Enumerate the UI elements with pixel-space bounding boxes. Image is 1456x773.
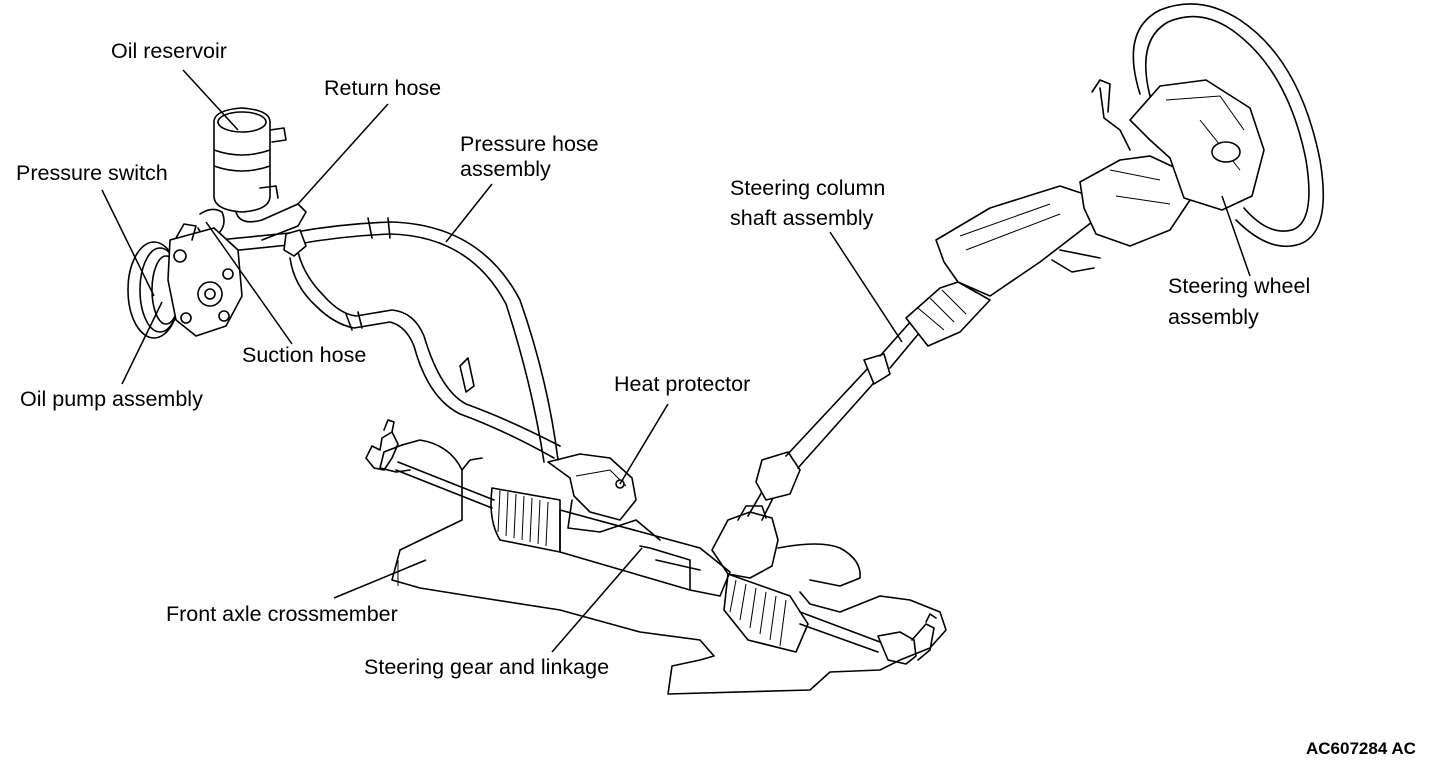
label-suction-hose: Suction hose [242,343,367,367]
label-steering-column-line1: Steering column [730,176,886,200]
leader-steering-wheel [1221,195,1251,277]
label-return-hose: Return hose [324,76,442,100]
leader-oil-reservoir [182,69,239,131]
leader-return-hose [297,103,389,205]
label-heat-protector: Heat protector [614,372,751,396]
label-oil-reservoir: Oil reservoir [111,39,227,63]
label-front-axle: Front axle crossmember [166,602,398,626]
figure-code: AC607284 AC [1306,739,1416,758]
leader-steering-column [829,231,903,343]
label-steering-gear: Steering gear and linkage [364,655,610,679]
label-oil-pump: Oil pump assembly [20,387,203,411]
leader-steering-gear [551,547,643,653]
steering-wheel-drawing [1129,3,1325,248]
leader-suction-hose [205,221,293,345]
hoses-drawing [217,217,561,463]
leader-heat-protector [619,403,669,485]
steering-gear-drawing [365,419,937,665]
steering-column-drawing [747,79,1249,521]
oil-pump-drawing [127,223,243,339]
leader-pressure-switch [101,189,155,297]
label-steering-wheel-line2: assembly [1168,305,1259,329]
leader-pressure-hose [445,183,493,243]
label-steering-column-line2: shaft assembly [730,206,874,230]
label-pressure-switch: Pressure switch [16,161,168,185]
label-steering-wheel-line1: Steering wheel [1168,274,1311,298]
label-pressure-hose-line1: Pressure hose [460,132,599,156]
leader-oil-pump [121,301,163,385]
label-pressure-hose-line2: assembly [460,157,551,181]
leader-lines [101,69,1251,653]
leader-front-axle [333,559,427,599]
oil-reservoir-drawing [197,107,307,241]
